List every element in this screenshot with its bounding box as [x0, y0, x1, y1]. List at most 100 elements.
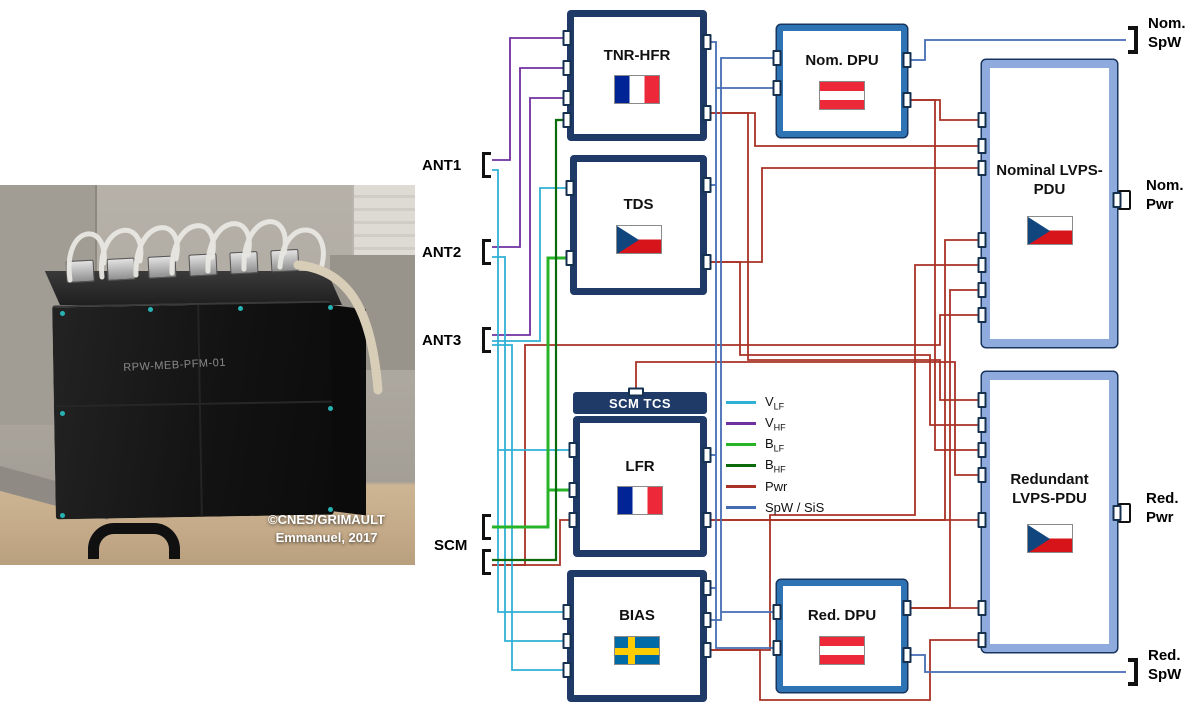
connector-port: [772, 50, 782, 66]
scm-connector-1: [482, 514, 491, 540]
connector-port: [628, 387, 644, 397]
box-red-dpu-label: Red. DPU: [807, 607, 877, 625]
label-ant2: ANT2: [422, 244, 462, 261]
legend-label-pwr: Pwr: [765, 479, 788, 494]
legend-item-vlf: VLF: [726, 392, 824, 413]
wire-pwr: [711, 261, 978, 426]
legend-item-spw: SpW / SiS: [726, 497, 824, 518]
flag-france: [617, 486, 663, 516]
legend-item-pwr: Pwr: [726, 476, 824, 497]
wire-vlf: [492, 187, 566, 342]
wire-pwr: [711, 167, 978, 263]
label-nom-spw-line2: SpW: [1148, 34, 1182, 51]
connector-port: [977, 600, 987, 616]
wire-vhf: [492, 67, 563, 248]
label-nom-pwr-line1: Nom.: [1146, 177, 1184, 194]
connector-port: [702, 254, 712, 270]
connector-port: [977, 417, 987, 433]
connector-port: [902, 600, 912, 616]
flag-austria: [819, 80, 865, 110]
photo-table-handle: [88, 523, 180, 559]
meb-cables: [66, 219, 383, 395]
box-red-dpu: Red. DPU: [777, 580, 907, 692]
label-red-pwr-line2: Pwr: [1146, 509, 1174, 526]
label-ant1: ANT1: [422, 157, 462, 174]
connector-port: [977, 160, 987, 176]
connector-port: [702, 105, 712, 121]
label-nom-spw: Nom. SpW: [1148, 14, 1186, 52]
connector-port: [568, 512, 578, 528]
legend-label-vhf: VHF: [765, 414, 786, 433]
legend-label-vlf: VLF: [765, 393, 785, 412]
connector-port: [702, 512, 712, 528]
nom-spw-connector: [1128, 26, 1138, 54]
wire-pwr: [911, 99, 978, 451]
box-lfr: LFR: [573, 416, 707, 557]
scm-connector-2: [482, 549, 491, 575]
box-scm-tcs: SCM TCS: [573, 392, 707, 414]
photo-meb-hardware: RPW-MEB-PFM-01 ©CNES/GRIMAUL: [0, 185, 415, 565]
legend-swatch-vlf: [726, 401, 756, 404]
label-nom-spw-line1: Nom.: [1148, 15, 1186, 32]
connector-port: [977, 467, 987, 483]
connector-port: [702, 612, 712, 628]
connector-port: [562, 112, 572, 128]
flag-sweden: [614, 635, 660, 665]
connector-port: [702, 34, 712, 50]
connector-port: [772, 80, 782, 96]
wire-pwr: [711, 112, 978, 401]
connector-port: [772, 604, 782, 620]
photo-credit-line2: Emmanuel, 2017: [275, 530, 378, 545]
label-red-pwr: Red. Pwr: [1146, 489, 1179, 527]
connector-port: [977, 392, 987, 408]
red-spw-connector: [1128, 658, 1138, 686]
wire-pwr: [635, 361, 978, 476]
box-tnr-hfr: TNR-HFR: [567, 10, 707, 141]
connector-port: [977, 138, 987, 154]
legend-swatch-pwr: [726, 485, 756, 488]
legend-swatch-vhf: [726, 422, 756, 425]
legend-label-blf: BLF: [765, 435, 785, 454]
legend-swatch-spw: [726, 506, 756, 509]
wire-vlf: [492, 169, 563, 613]
meb-teal-screws: [60, 311, 65, 316]
label-red-spw-line2: SpW: [1148, 666, 1182, 683]
connector-port: [772, 640, 782, 656]
connector-port: [977, 512, 987, 528]
ant2-connector: [482, 239, 491, 265]
label-ant3: ANT3: [422, 332, 462, 349]
connector-port: [562, 662, 572, 678]
label-scm: SCM: [434, 537, 468, 554]
legend-item-vhf: VHF: [726, 413, 824, 434]
label-red-pwr-line1: Red.: [1146, 490, 1179, 507]
connector-port: [977, 442, 987, 458]
flag-czech: [615, 224, 662, 254]
connector-port: [902, 92, 912, 108]
connector-port: [702, 177, 712, 193]
box-lfr-label: LFR: [625, 457, 655, 475]
connector-port: [702, 642, 712, 658]
wire-pwr: [711, 239, 978, 521]
connector-port: [977, 282, 987, 298]
connector-port: [565, 180, 575, 196]
flag-czech: [1026, 215, 1073, 245]
box-bias: BIAS: [567, 570, 707, 702]
wire-spw: [711, 41, 773, 649]
box-tnr-hfr-label: TNR-HFR: [603, 46, 671, 64]
wire-spw: [711, 57, 773, 621]
wire-pwr: [911, 289, 978, 609]
box-nom-dpu: Nom. DPU: [777, 25, 907, 137]
connector-port: [562, 30, 572, 46]
connector-port: [1112, 192, 1122, 208]
legend-label-spw: SpW / SiS: [765, 500, 825, 515]
wire-spw: [907, 654, 1126, 673]
label-nom-pwr: Nom. Pwr: [1146, 176, 1184, 214]
connector-port: [562, 90, 572, 106]
box-nominal-lvps-pdu: Nominal LVPS-PDU: [982, 60, 1117, 347]
legend-label-bhf: BHF: [765, 456, 786, 475]
ant1-connector: [482, 152, 491, 178]
wire-spw: [907, 39, 1126, 61]
connector-port: [977, 232, 987, 248]
